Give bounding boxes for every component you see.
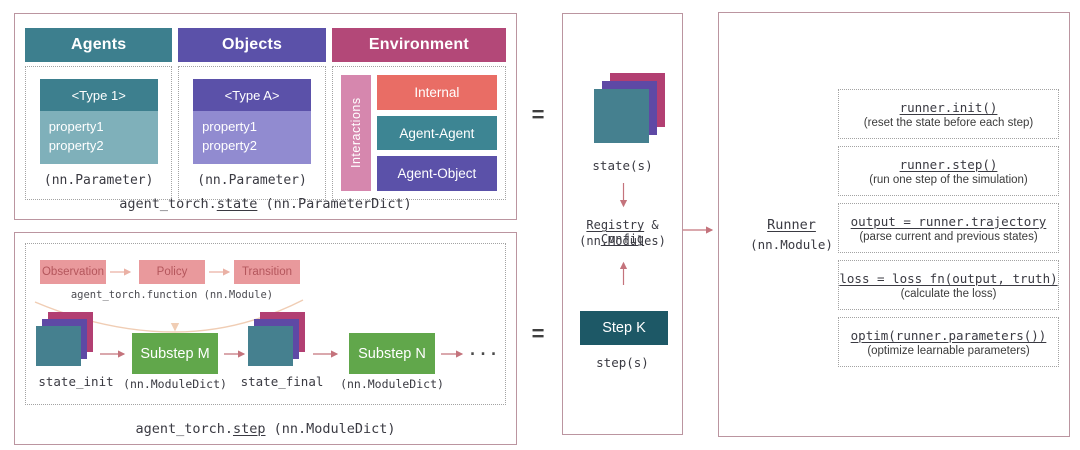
runner-item-trajectory: output = runner.trajectory (parse curren…: [838, 203, 1059, 253]
agents-column-header: Agents: [25, 28, 173, 62]
stacked-card-teal: [248, 326, 293, 366]
equals-sign-bottom: =: [531, 321, 545, 346]
state-panel-caption: agent_torch.state (nn.ParameterDict): [15, 196, 516, 212]
runner-optim-desc: (optimize learnable parameters): [867, 344, 1030, 357]
agent-type-title: <Type 1>: [39, 79, 158, 111]
runner-init-desc: (reset the state before each step): [863, 116, 1034, 129]
environment-rows: Internal Agent-Agent Agent-Object: [376, 75, 497, 192]
substep-n-box: Substep N: [349, 333, 435, 374]
runner-item-optim: optim(runner.parameters()) (optimize lea…: [838, 317, 1059, 367]
runner-loss-desc: (calculate the loss): [900, 287, 997, 300]
objects-column: Objects <Type A> property1 property2 (nn…: [178, 28, 326, 200]
registry-word: Registry: [586, 218, 645, 232]
ampersand: &: [644, 218, 659, 232]
substep-m-box: Substep M: [132, 333, 218, 374]
object-type-properties: property1 property2: [193, 111, 312, 164]
agents-param-caption: (nn.Parameter): [43, 173, 154, 188]
environment-column-body: Interactions Internal Agent-Agent Agent-…: [331, 66, 506, 200]
runner-title-block: Runner (nn.Module): [729, 216, 854, 254]
runner-title: Runner: [767, 217, 816, 233]
agents-column-body: <Type 1> property1 property2 (nn.Paramet…: [25, 66, 173, 200]
states-stack-icon: [594, 73, 665, 143]
step-panel-caption: agent_torch.step (nn.ModuleDict): [15, 421, 516, 437]
runner-step-code: runner.step(): [899, 156, 998, 172]
step-k-box: Step K: [580, 311, 668, 345]
runner-item-init: runner.init() (reset the state before ea…: [838, 89, 1059, 139]
runner-loss-code: loss = loss_fn(output, truth): [839, 270, 1058, 286]
observation-box: Observation: [40, 260, 106, 284]
agent-type-card: <Type 1> property1 property2: [39, 79, 158, 164]
state-init-stack-icon: [36, 312, 93, 366]
runner-items: runner.init() (reset the state before ea…: [838, 89, 1059, 367]
agents-column: Agents <Type 1> property1 property2 (nn.…: [25, 28, 173, 200]
middle-to-runner-arrow: [683, 226, 714, 234]
runner-trajectory-desc: (parse current and previous states): [859, 230, 1038, 243]
function-caption: agent_torch.function (nn.Module): [70, 289, 274, 301]
runner-panel: Runner (nn.Module) runner.init() (reset …: [718, 12, 1070, 437]
state-final-stack-icon: [248, 312, 305, 366]
registry-config-label: Registry & Config: [563, 218, 682, 246]
environment-column: Environment Interactions Internal Agent-…: [331, 28, 506, 200]
runner-item-step: runner.step() (run one step of the simul…: [838, 146, 1059, 196]
config-word: Config: [600, 232, 645, 246]
environment-column-header: Environment: [331, 28, 506, 62]
object-property-1: property1: [202, 119, 257, 134]
step-caption-word: step: [232, 421, 266, 437]
step-panel: Observation Policy Transition agent_torc…: [14, 232, 517, 445]
runner-init-code: runner.init(): [899, 99, 998, 115]
equals-sign-top: =: [531, 102, 545, 127]
step-inner-box: Observation Policy Transition agent_torc…: [25, 243, 506, 405]
step-caption-prefix: agent_torch.: [135, 421, 233, 437]
state-columns: Agents <Type 1> property1 property2 (nn.…: [15, 14, 516, 200]
agent-type-properties: property1 property2: [39, 111, 158, 164]
objects-column-header: Objects: [178, 28, 326, 62]
state-caption-word: state: [216, 196, 258, 212]
stacked-card-teal: [594, 89, 649, 143]
stacked-card-teal: [36, 326, 81, 366]
state-caption-prefix: agent_torch.: [119, 196, 217, 212]
runner-optim-code: optim(runner.parameters()): [850, 327, 1047, 343]
state-panel: Agents <Type 1> property1 property2 (nn.…: [14, 13, 517, 220]
agent-property-1: property1: [48, 119, 104, 134]
objects-column-body: <Type A> property1 property2 (nn.Paramet…: [178, 66, 326, 200]
object-type-title: <Type A>: [193, 79, 312, 111]
runner-trajectory-code: output = runner.trajectory: [850, 213, 1047, 229]
middle-box: state(s) Registry & Config (nn.Modules) …: [562, 13, 683, 435]
states-label: state(s): [592, 158, 653, 173]
runner-step-desc: (run one step of the simulation): [869, 173, 1028, 186]
substep-m-caption: (nn.ModuleDict): [123, 377, 227, 391]
state-init-label: state_init: [38, 374, 114, 389]
policy-box: Policy: [139, 260, 205, 284]
substep-n-caption: (nn.ModuleDict): [340, 377, 444, 391]
registry-config-caption: (nn.Modules): [579, 234, 666, 248]
env-row-internal: Internal: [376, 75, 497, 110]
transition-box: Transition: [234, 260, 300, 284]
steps-label: step(s): [596, 355, 649, 370]
agent-property-2: property2: [48, 137, 104, 153]
continuation-ellipsis: ...: [468, 341, 500, 359]
step-caption-suffix: (nn.ModuleDict): [265, 421, 396, 437]
state-final-label: state_final: [240, 374, 324, 389]
object-type-card: <Type A> property1 property2: [193, 79, 312, 164]
env-row-agent-object: Agent-Object: [376, 156, 497, 192]
object-property-2: property2: [202, 137, 257, 153]
interactions-label: Interactions: [340, 75, 371, 191]
env-row-agent-agent: Agent-Agent: [376, 115, 497, 151]
state-caption-suffix: (nn.ParameterDict): [257, 196, 412, 212]
runner-subtitle: (nn.Module): [750, 236, 833, 252]
runner-item-loss: loss = loss_fn(output, truth) (calculate…: [838, 260, 1059, 310]
objects-param-caption: (nn.Parameter): [197, 173, 307, 188]
